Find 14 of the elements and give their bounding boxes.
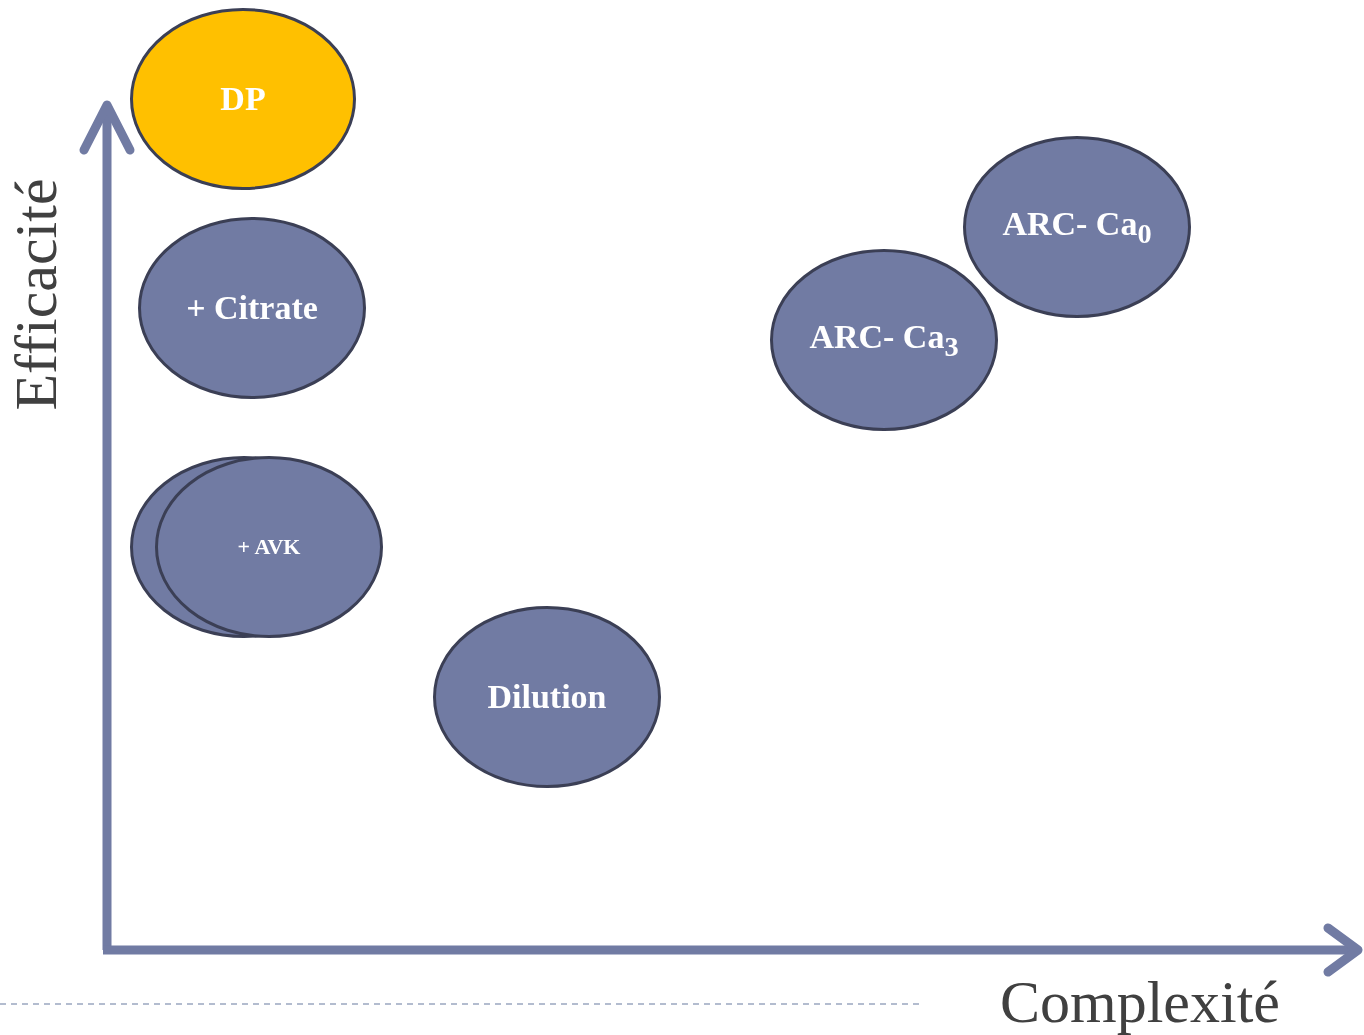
node-label: DP [220,78,266,119]
axis-title: Complexité [1000,968,1280,1035]
ellipse-node [138,217,366,399]
ellipse-node [130,456,383,638]
ellipse-node [433,606,661,788]
node-label: Dilution [487,676,607,717]
node-label: ARC- Ca$_{3}$ [809,316,959,364]
ellipse-node [130,8,356,190]
node-label: + AVK [237,532,301,561]
node-label: ARC- Ca$_{0}$ [1002,203,1152,251]
node-label: + Citrate [186,287,318,328]
axis-title: Efficacité [1,178,70,411]
ellipse-node [963,136,1191,318]
ellipse-node [770,249,998,431]
